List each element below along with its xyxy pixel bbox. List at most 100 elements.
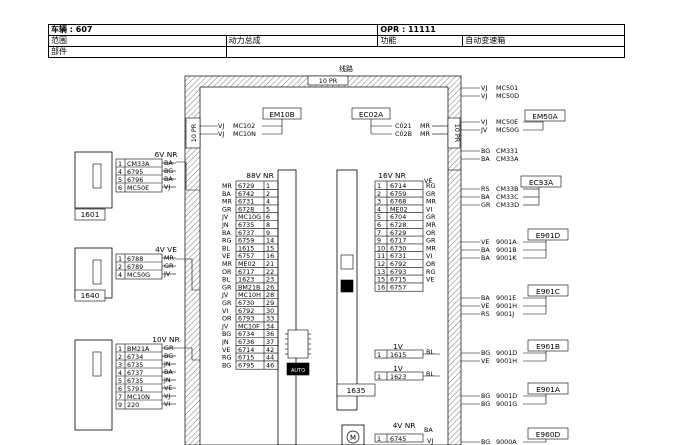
left-connector-body: [74, 339, 113, 431]
conn-16v-color: RG: [426, 268, 435, 276]
conn-16v-wire: 6704: [390, 213, 406, 221]
left-connector-wire: MC10N: [127, 393, 150, 401]
ec02a-wire: C02B: [395, 130, 412, 138]
conn-16v-pin: 7: [377, 229, 381, 237]
ecu-88v-pin: 14: [266, 237, 274, 245]
right-wire-name: CM33D: [496, 201, 519, 209]
right-wire-color: VE: [481, 302, 489, 310]
left-connector-pin: 3: [118, 361, 122, 369]
left-connector-wire: 6795: [127, 168, 143, 176]
right-group-label: E901B: [536, 342, 560, 351]
right-wire-color: BA: [481, 294, 490, 302]
ecu-88v-pin: 30: [266, 307, 274, 315]
conn-1v-color: BL: [426, 348, 434, 356]
ecu-88v-pin: 34: [266, 322, 274, 330]
right-group-label: E901C: [536, 287, 560, 296]
right-wire-color: BG: [481, 147, 490, 155]
left-connector-wire: 6796: [127, 176, 143, 184]
right-wire-name: CM33C: [496, 193, 519, 201]
em10b-color: VJ: [218, 122, 224, 130]
ecu-88v-pin: 44: [266, 354, 274, 362]
ecu-88v-wire: 6793: [238, 315, 254, 323]
ec02a-wire: C021: [395, 122, 412, 130]
bar-top-label: 10 PR: [319, 77, 338, 85]
ecu-88v-pin: 15: [266, 244, 274, 252]
left-connector-pin: 4: [118, 369, 122, 377]
em10b-color: VJ: [218, 130, 224, 138]
conn-16v-color: MR: [426, 221, 437, 229]
conn-16v-pin: 12: [377, 260, 385, 268]
ecu-88v-color: VI: [222, 307, 228, 315]
right-wire-name: 9001B: [496, 246, 517, 254]
conn-16v-id-box: [336, 383, 376, 397]
conn-4v-table: [374, 433, 424, 443]
ecu-88v-pin: 6: [266, 213, 270, 221]
ecu-chip-icon: [287, 329, 309, 359]
bar-right-label: 10 PR: [453, 124, 461, 143]
ecu-88v-pin: 36: [266, 330, 274, 338]
conn-1v-header: 1V: [393, 342, 403, 351]
auto-gearbox-icon: [286, 362, 310, 376]
right-group-label-box: [527, 427, 569, 440]
conn-16v-color: VE: [426, 276, 434, 284]
right-group-label: EM50A: [532, 112, 558, 121]
right-wire-name: 9001A: [496, 238, 517, 246]
left-connector-pin: 9: [118, 401, 122, 409]
right-wire-name: 9001H: [496, 302, 517, 310]
conn-4v-header: 4V NR: [393, 421, 416, 430]
left-connector-wire: MC50G: [127, 271, 150, 279]
left-connector-pin: 5: [118, 377, 122, 385]
right-wire-color: VE: [481, 357, 489, 365]
bar-top-box: [307, 75, 349, 86]
left-connector-pin: 5: [118, 176, 122, 184]
left-connector-wire: 5791: [127, 385, 143, 393]
right-wire-name: 9001D: [496, 349, 517, 357]
right-wire-color: BG: [481, 349, 490, 357]
ecu-88v-wire: 6742: [238, 190, 254, 198]
ecu-88v-color: BA: [222, 229, 231, 237]
conn-16v-wire: ME02: [390, 205, 408, 213]
ecu-88v-wire: 6735: [238, 221, 254, 229]
ecu-88v-wire: 6759: [238, 237, 254, 245]
harness-route: [176, 258, 200, 291]
left-connector-body: [74, 151, 113, 209]
ec02a-color: MR: [420, 130, 431, 138]
left-connector-plug: [92, 259, 102, 285]
left-connector-wire: 6735: [127, 361, 143, 369]
gearbox-sensor-icon: [340, 254, 354, 270]
right-wire-name: CM33A: [496, 155, 519, 163]
right-wire-name: MC50G: [496, 126, 519, 134]
left-connector-pin: 2: [118, 263, 122, 271]
ecu-88v-pin: 29: [266, 299, 274, 307]
right-wire-name: 9001G: [496, 400, 517, 408]
right-wire-color: BA: [481, 155, 490, 163]
ecu-88v-wire: MC10G: [238, 213, 261, 221]
conn-16v-pin: 9: [377, 237, 381, 245]
conn-16v-pin: 10: [377, 244, 385, 252]
ecu-88v-wire: MC10F: [238, 322, 260, 330]
right-wire-color: RS: [481, 310, 490, 318]
ecu-88v-wire: 6737: [238, 229, 254, 237]
ecu-88v-pin: 4: [266, 198, 270, 206]
right-wire-name: CM33B: [496, 185, 519, 193]
ecu-88v-pin: 8: [266, 221, 270, 229]
conn-16v-color: OR: [426, 229, 436, 237]
right-wire-color: VJ: [481, 84, 487, 92]
right-group-label-box: [527, 228, 569, 241]
left-connector-wire: 6735: [127, 377, 143, 385]
ecu-88v-pin: 2: [266, 190, 270, 198]
motor-icon: [346, 430, 360, 444]
right-wire-name: 9001E: [496, 294, 516, 302]
left-connector-pin: 4: [118, 271, 122, 279]
right-group-label: E900D: [536, 430, 561, 439]
ecu-88v-pin: 33: [266, 315, 274, 323]
conn-1v-wire: 1615: [390, 351, 406, 359]
ecu-88v-color: VE: [222, 252, 230, 260]
em10b-wire: MC10N: [233, 130, 256, 138]
left-connector-pin: 6: [118, 184, 122, 192]
ecu-88v-wire: BM21B: [238, 283, 260, 291]
conn-1v-header: 1V: [393, 364, 403, 373]
conn-16v-color: VI: [426, 205, 432, 213]
right-group-label: E901A: [536, 385, 560, 394]
right-group-label-box: [527, 382, 569, 395]
